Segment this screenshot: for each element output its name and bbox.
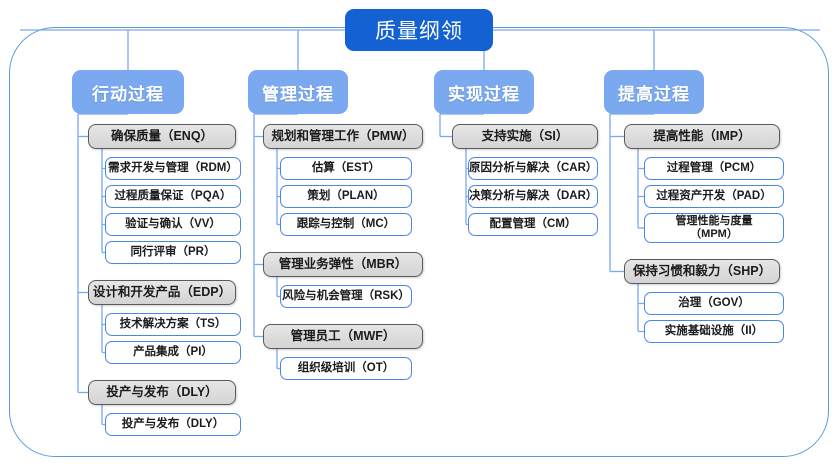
leaf-node-4-2-1[interactable]: 治理（GOV）	[644, 292, 784, 315]
leaf-node-2-1-2[interactable]: 策划（PLAN）	[280, 185, 412, 208]
leaf-node-4-1-3[interactable]: 管理性能与度量（MPM）	[644, 213, 784, 243]
leaf-node-2-1-3[interactable]: 跟踪与控制（MC）	[280, 213, 412, 236]
leaf-node-3-1-2[interactable]: 决策分析与解决（DAR）	[468, 185, 598, 208]
group-node-4-1[interactable]: 提高性能（IMP）	[624, 124, 780, 149]
group-node-2-1[interactable]: 规划和管理工作（PMW）	[263, 124, 423, 149]
group-node-1-1[interactable]: 确保质量（ENQ）	[88, 124, 236, 149]
leaf-node-4-2-2[interactable]: 实施基础设施（II）	[644, 320, 784, 343]
root-title: 质量纲领	[345, 9, 493, 51]
leaf-node-3-1-1[interactable]: 原因分析与解决（CAR）	[468, 157, 598, 180]
leaf-node-2-2-1[interactable]: 风险与机会管理（RSK）	[280, 285, 412, 308]
leaf-node-2-1-1[interactable]: 估算（EST）	[280, 157, 412, 180]
leaf-node-1-1-4[interactable]: 同行评审（PR）	[105, 241, 241, 264]
node-line: （MPM）	[690, 228, 738, 240]
leaf-node-4-1-2[interactable]: 过程资产开发（PAD）	[644, 185, 784, 208]
leaf-node-1-1-1[interactable]: 需求开发与管理（RDM）	[105, 157, 241, 180]
leaf-node-1-2-1[interactable]: 技术解决方案（TS）	[105, 313, 241, 336]
group-node-3-1[interactable]: 支持实施（SI）	[452, 124, 598, 149]
group-node-4-2[interactable]: 保持习惯和毅力（SHP）	[624, 259, 780, 284]
group-node-1-2[interactable]: 设计和开发产品（EDP）	[88, 280, 236, 305]
leaf-node-1-1-2[interactable]: 过程质量保证（PQA）	[105, 185, 241, 208]
group-node-2-2[interactable]: 管理业务弹性（MBR）	[263, 252, 423, 277]
leaf-node-3-1-3[interactable]: 配置管理（CM）	[468, 213, 598, 236]
column-header-3[interactable]: 实现过程	[434, 70, 534, 114]
leaf-node-2-3-1[interactable]: 组织级培训（OT）	[280, 357, 412, 380]
node-line: 管理性能与度量	[675, 214, 753, 227]
column-header-4[interactable]: 提高过程	[604, 70, 704, 114]
group-node-1-3[interactable]: 投产与发布（DLY）	[88, 380, 236, 405]
leaf-node-1-2-2[interactable]: 产品集成（PI）	[105, 341, 241, 364]
leaf-node-4-1-1[interactable]: 过程管理（PCM）	[644, 157, 784, 180]
leaf-node-1-1-3[interactable]: 验证与确认（VV）	[105, 213, 241, 236]
group-node-2-3[interactable]: 管理员工（MWF）	[263, 324, 423, 349]
leaf-node-1-3-1[interactable]: 投产与发布（DLY）	[105, 413, 241, 436]
column-header-1[interactable]: 行动过程	[72, 70, 184, 114]
column-header-2[interactable]: 管理过程	[248, 70, 348, 114]
